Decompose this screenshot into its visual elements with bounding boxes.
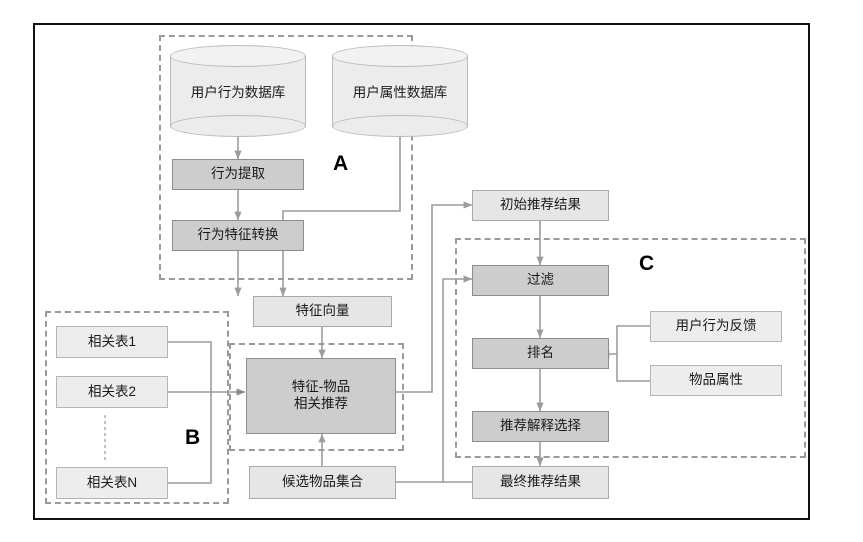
user-behavior-database: 用户行为数据库 xyxy=(170,45,306,137)
group-center-boundary xyxy=(229,343,404,451)
node-feature-vector: 特征向量 xyxy=(253,296,392,327)
group-b-boundary xyxy=(45,311,229,504)
node-recommendation-explanation-selection: 推荐解释选择 xyxy=(472,411,609,442)
node-initial-recommendation-result: 初始推荐结果 xyxy=(472,190,609,221)
node-ranking: 排名 xyxy=(472,338,609,369)
cylinder-top xyxy=(332,45,468,67)
node-behavior-feature-transform-label: 行为特征转换 xyxy=(197,227,279,243)
node-user-behavior-feedback: 用户行为反馈 xyxy=(650,311,782,342)
node-behavior-extract-label: 行为提取 xyxy=(211,166,265,182)
node-relation-table-1: 相关表1 xyxy=(56,326,168,358)
node-feature-item-recommendation: 特征-物品 相关推荐 xyxy=(246,358,396,434)
node-filter: 过滤 xyxy=(472,265,609,296)
group-b-letter: B xyxy=(185,426,201,449)
cylinder-bottom xyxy=(170,115,306,137)
node-item-attribute-label: 物品属性 xyxy=(689,372,743,388)
node-user-behavior-feedback-label: 用户行为反馈 xyxy=(675,318,757,334)
node-final-recommendation-result-label: 最终推荐结果 xyxy=(500,474,581,490)
cylinder-bottom xyxy=(332,115,468,137)
node-filter-label: 过滤 xyxy=(527,272,554,288)
user-attribute-database: 用户属性数据库 xyxy=(332,45,468,137)
node-relation-table-1-label: 相关表1 xyxy=(87,333,136,349)
node-relation-table-2-label: 相关表2 xyxy=(87,383,136,399)
group-a-letter: A xyxy=(333,152,349,175)
node-candidate-item-set: 候选物品集合 xyxy=(249,466,396,499)
node-item-attribute: 物品属性 xyxy=(650,365,782,396)
node-recommendation-explanation-selection-label: 推荐解释选择 xyxy=(500,418,581,434)
node-behavior-extract: 行为提取 xyxy=(172,159,304,190)
node-candidate-item-set-label: 候选物品集合 xyxy=(282,474,363,490)
node-final-recommendation-result: 最终推荐结果 xyxy=(472,466,609,499)
node-feature-vector-label: 特征向量 xyxy=(295,303,350,319)
node-feature-item-recommendation-label: 特征-物品 相关推荐 xyxy=(291,379,351,411)
node-initial-recommendation-result-label: 初始推荐结果 xyxy=(500,197,581,213)
node-relation-table-n: 相关表N xyxy=(56,467,168,499)
node-relation-table-2: 相关表2 xyxy=(56,376,168,408)
node-ranking-label: 排名 xyxy=(527,345,554,361)
cylinder-top xyxy=(170,45,306,67)
node-behavior-feature-transform: 行为特征转换 xyxy=(172,220,304,251)
user-behavior-database-label: 用户行为数据库 xyxy=(190,85,286,100)
group-c-letter: C xyxy=(639,252,655,275)
user-attribute-database-label: 用户属性数据库 xyxy=(352,85,448,100)
node-relation-table-n-label: 相关表N xyxy=(86,474,138,490)
